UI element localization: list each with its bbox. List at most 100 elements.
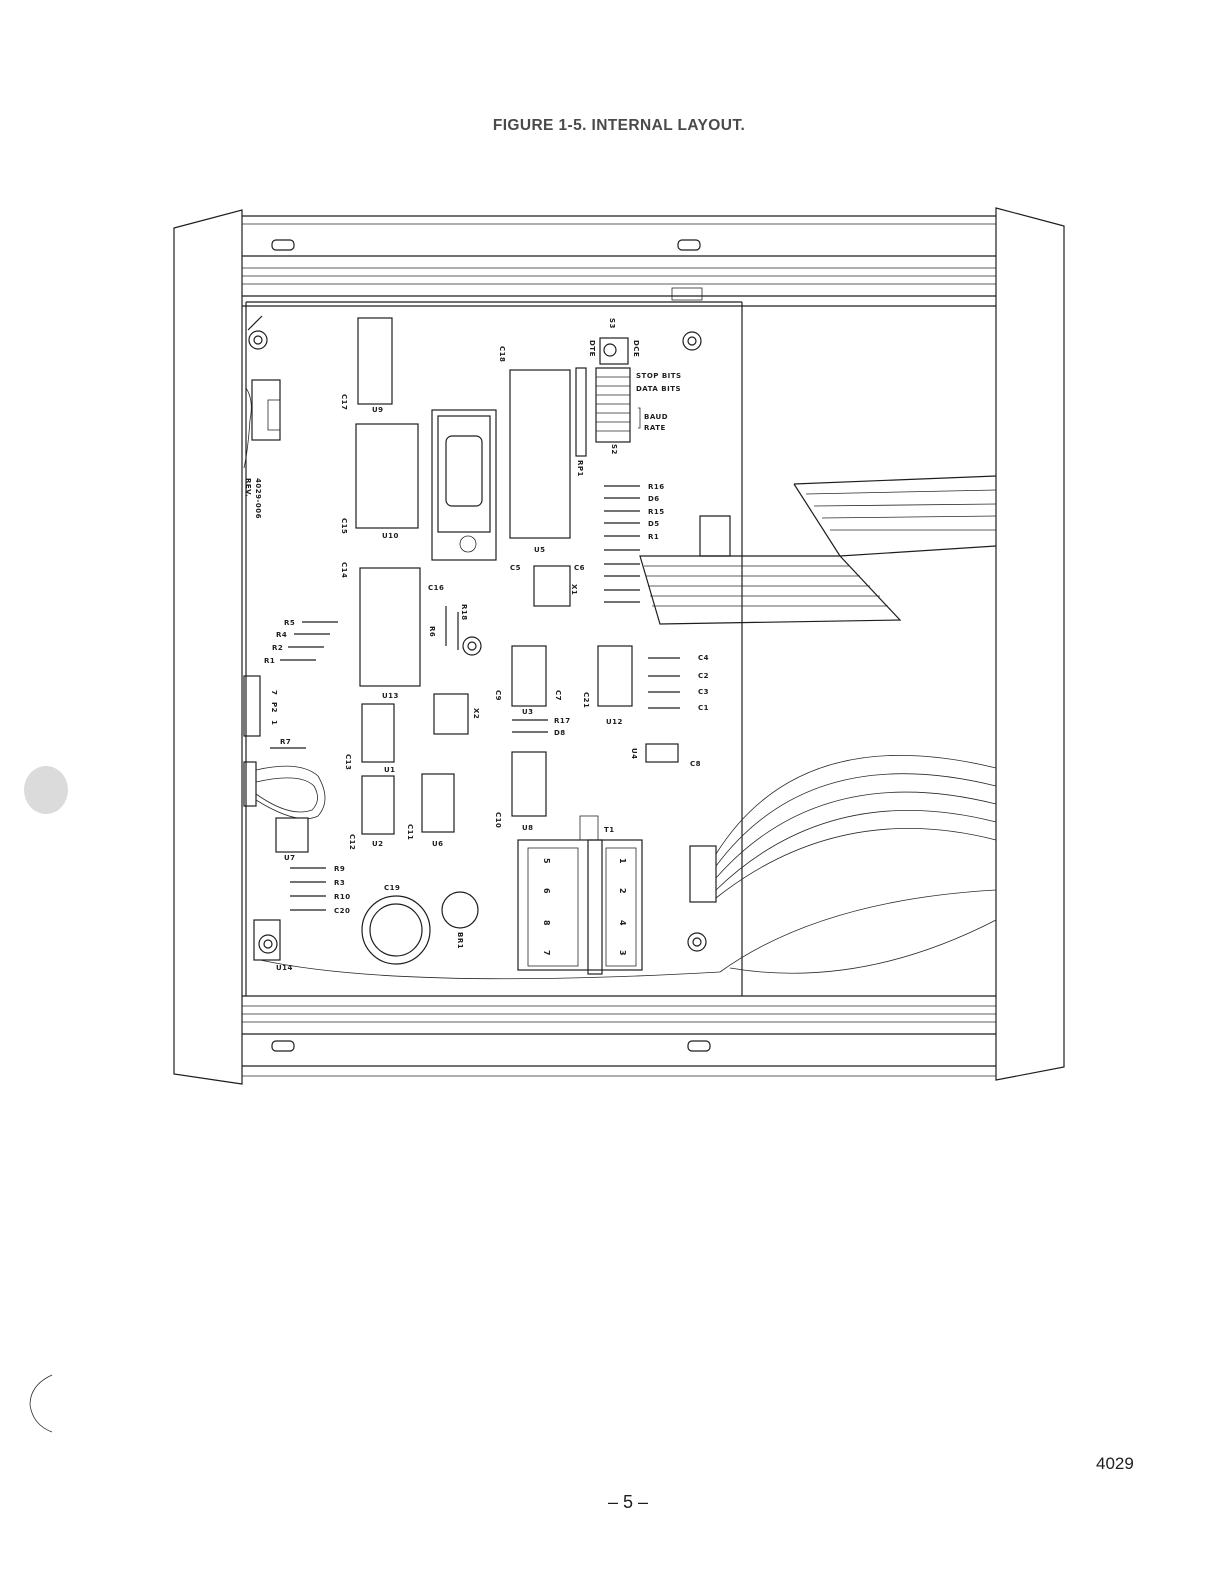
label-u6: U6 (432, 840, 444, 848)
label-c14: C14 (340, 562, 348, 578)
label-r7: R7 (280, 738, 291, 746)
label-c13: C13 (344, 754, 352, 770)
scan-artifact (29, 1374, 53, 1433)
label-c10: C10 (494, 812, 502, 828)
label-c16: C16 (428, 584, 444, 592)
label-rate: RATE (644, 424, 666, 432)
right-wire-harness (259, 754, 997, 980)
label-c19: C19 (384, 884, 400, 892)
label-d6: D6 (648, 495, 660, 503)
ic-u1 (361, 703, 395, 763)
label-t1: T1 (604, 826, 615, 834)
label-r15: R15 (648, 508, 665, 516)
ic-u8 (511, 751, 547, 817)
switch-s3 (599, 337, 629, 365)
resistor-pack-rp1 (575, 367, 587, 457)
label-u14: U14 (276, 964, 293, 972)
label-r4: R4 (276, 631, 287, 639)
label-p2-pin1: 1 (270, 720, 278, 725)
label-p2: P2 (270, 702, 278, 713)
ic-u4 (645, 743, 679, 763)
crystal-x2 (433, 693, 469, 735)
label-s2: S2 (610, 444, 618, 455)
label-x2: X2 (472, 708, 480, 719)
label-c18: C18 (498, 346, 506, 362)
label-d5: D5 (648, 520, 660, 528)
label-u13: U13 (382, 692, 399, 700)
label-u3: U3 (522, 708, 534, 716)
label-c15: C15 (340, 518, 348, 534)
label-rp1: RP1 (576, 460, 584, 477)
label-u2: U2 (372, 840, 384, 848)
label-r5: R5 (284, 619, 295, 627)
label-dte: DTE (588, 340, 596, 357)
label-c8: C8 (690, 760, 701, 768)
label-u8: U8 (522, 824, 534, 832)
connector-p2 (243, 675, 261, 737)
ic-u3 (511, 645, 547, 707)
eprom-socket (431, 409, 497, 561)
ic-u2 (361, 775, 395, 835)
regulator-u14 (253, 919, 281, 961)
label-r17: R17 (554, 717, 571, 725)
ribbon-cable (639, 475, 997, 625)
t1-pin-2: 2 (618, 888, 627, 894)
label-c21: C21 (582, 692, 590, 708)
t1-pin-5: 5 (542, 858, 551, 864)
ic-u6 (421, 773, 455, 833)
label-c11: C11 (406, 824, 414, 840)
label-dce: DCE (632, 340, 640, 357)
label-u10: U10 (382, 532, 399, 540)
crystal-x1 (533, 565, 571, 607)
label-c4: C4 (698, 654, 709, 662)
label-r18: R18 (460, 604, 468, 621)
document-code: 4029 (1096, 1454, 1134, 1473)
ic-u5 (509, 369, 571, 539)
dip-switch-s2 (595, 367, 631, 443)
label-s3: S3 (608, 318, 616, 329)
power-connector-top (243, 315, 281, 469)
label-d8: D8 (554, 729, 566, 737)
label-c9: C9 (494, 690, 502, 701)
ic-u12 (597, 645, 633, 707)
label-c2: C2 (698, 672, 709, 680)
label-c12: C12 (348, 834, 356, 850)
label-r1: R1 (264, 657, 275, 665)
label-u12: U12 (606, 718, 623, 726)
ic-u13 (359, 567, 421, 687)
label-u1: U1 (384, 766, 396, 774)
transformer-t1 (517, 815, 643, 975)
ic-u9 (357, 317, 393, 405)
label-u5: U5 (534, 546, 546, 554)
ic-u10 (355, 423, 419, 529)
label-c20: C20 (334, 907, 350, 915)
t1-pin-1: 1 (618, 858, 627, 864)
bridge-rectifier-br1 (441, 891, 479, 929)
label-u9: U9 (372, 406, 384, 414)
label-c6: C6 (574, 564, 585, 572)
label-c3: C3 (698, 688, 709, 696)
ic-u7 (275, 817, 309, 853)
pc-board (245, 301, 743, 996)
t1-pin-4: 4 (618, 920, 627, 926)
scan-artifact (24, 766, 68, 814)
label-r14: R1 (648, 533, 659, 541)
label-r6: R6 (428, 626, 436, 637)
label-c17: C17 (340, 394, 348, 410)
label-baud: BAUD (644, 413, 668, 421)
left-wire-harness (243, 761, 326, 820)
label-c5: C5 (510, 564, 521, 572)
t1-pin-3: 3 (618, 950, 627, 956)
baud-rate-bracket (638, 407, 641, 429)
capacitor-c19 (361, 895, 431, 965)
label-stop-bits: STOP BITS (636, 372, 682, 380)
t1-pin-6: 6 (542, 888, 551, 894)
label-c7: C7 (554, 690, 562, 701)
label-u4: U4 (630, 748, 638, 760)
label-u7: U7 (284, 854, 296, 862)
label-x1: X1 (570, 584, 578, 595)
figure-title: FIGURE 1-5. INTERNAL LAYOUT. (492, 117, 746, 134)
label-r9: R9 (334, 865, 345, 873)
enclosure (173, 207, 1065, 1085)
